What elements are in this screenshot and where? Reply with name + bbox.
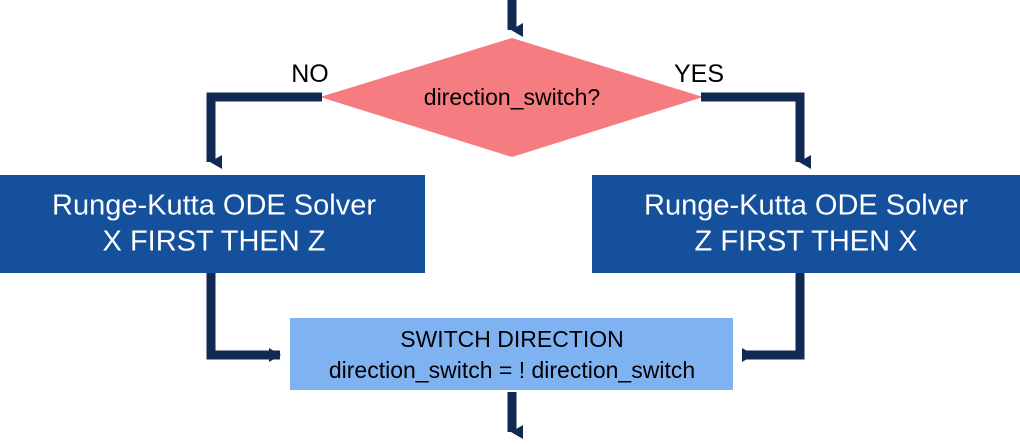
connector-right-to-switch bbox=[742, 273, 805, 362]
decision-diamond bbox=[320, 38, 703, 157]
decision-label: direction_switch? bbox=[424, 84, 600, 110]
process-right-line1: Runge-Kutta ODE Solver bbox=[644, 190, 968, 222]
connector-no-branch bbox=[206, 92, 322, 169]
process-right-line2: Z FIRST THEN X bbox=[695, 226, 918, 258]
process-left-line2: X FIRST THEN Z bbox=[103, 226, 326, 258]
connector-left-to-switch bbox=[206, 273, 281, 362]
process-box-right bbox=[592, 175, 1020, 273]
switch-line1: SWITCH DIRECTION bbox=[400, 326, 624, 352]
connector-yes-branch bbox=[701, 92, 811, 169]
switch-direction-box bbox=[290, 318, 733, 390]
switch-line2: direction_switch = ! direction_switch bbox=[329, 357, 695, 383]
branch-label-no: NO bbox=[291, 60, 329, 88]
branch-label-yes: YES bbox=[674, 60, 724, 88]
process-box-left bbox=[0, 175, 425, 273]
process-left-line1: Runge-Kutta ODE Solver bbox=[52, 190, 376, 222]
